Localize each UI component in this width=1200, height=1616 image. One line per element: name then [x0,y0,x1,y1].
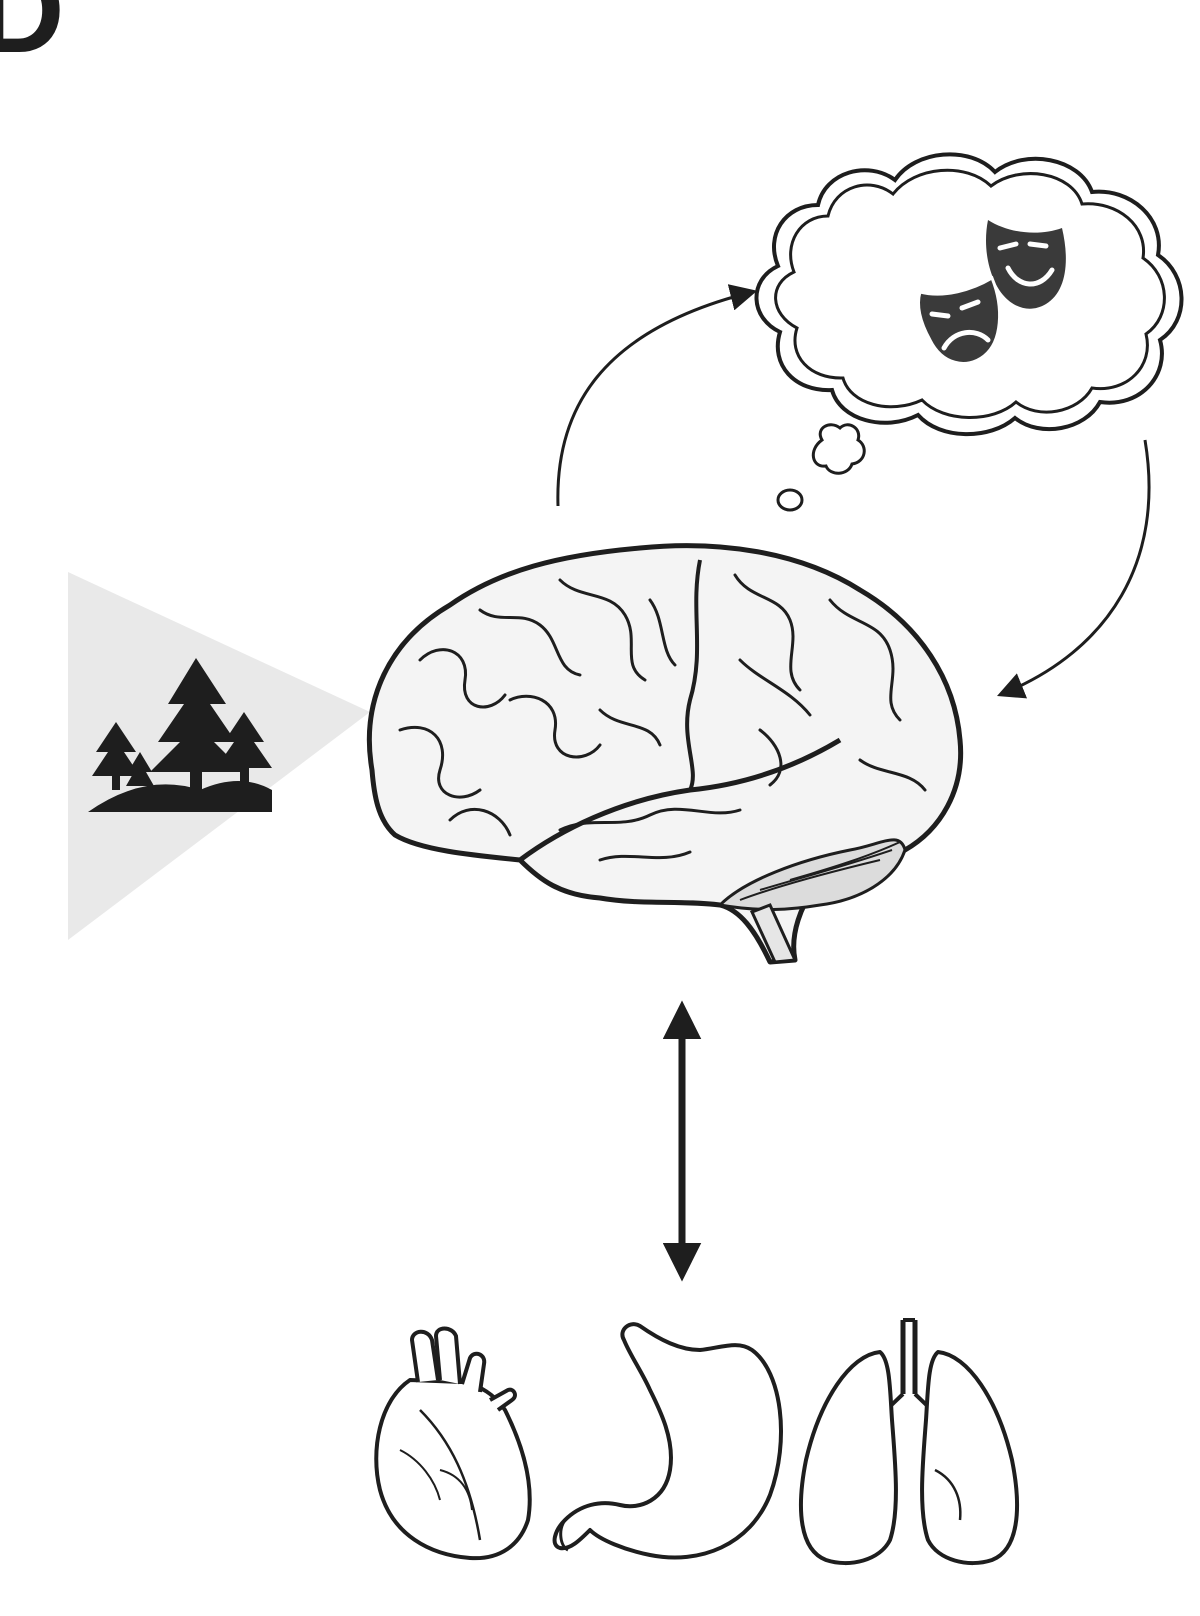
heart-icon [374,1326,532,1561]
forest-scene-icon [88,658,272,812]
happy-mask-icon [986,220,1066,309]
stomach-icon [552,1322,783,1560]
sad-mask-icon [916,275,1002,365]
theater-masks-icon [916,220,1066,365]
organs-row [374,1318,1019,1566]
brain-to-thought-arrow [556,284,758,507]
thought-bubble-small [776,488,804,512]
brain-illustration [366,543,964,965]
lungs-icon [799,1318,1019,1566]
panel-letter: D [0,0,65,78]
thought-bubble-medium [811,423,866,475]
thought-to-brain-arrow [997,439,1151,699]
